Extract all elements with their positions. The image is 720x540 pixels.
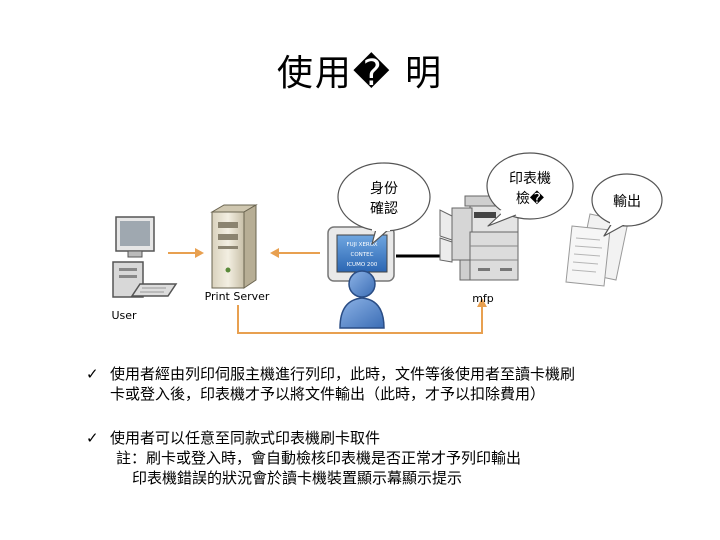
reader-screen-line-3: ICUMO 200: [347, 262, 378, 268]
callout-identity-verification: 身份 確認: [337, 162, 431, 245]
bullet-1-line-2: 卡或登入後，印表機才予以將文件輸出（此時，才予以扣除費用）: [110, 385, 546, 403]
bullet-2-line-1: 使用者可以任意至同款式印表機刷卡取件: [110, 429, 381, 447]
reader-screen-line-1: FUJI XEROX: [347, 242, 378, 248]
printer-check-bubble-line-1: 印表機: [509, 171, 551, 187]
slide-title: 使用� 明: [276, 53, 444, 94]
bullet-1-line-1: 使用者經由列印伺服主機進行列印，此時，文件等後使用者至讀卡機刷: [110, 365, 576, 383]
person-icon: [339, 270, 385, 329]
card-reader-icon: FUJI XEROX CONTEC ICUMO 200: [327, 226, 395, 282]
output-bubble-text: 輸出: [613, 194, 641, 210]
print-server-icon: [210, 204, 258, 289]
identity-bubble-line-2: 確認: [370, 201, 398, 217]
reader-screen-line-2: CONTEC: [351, 252, 374, 258]
mfp-label: mfp: [472, 292, 494, 305]
output-papers-icon: [565, 213, 629, 287]
arrow-server-to-mfp: [237, 298, 487, 334]
bullet-2-line-2: 註：刷卡或登入時，會自動檢核印表機是否正常才予列印輸出: [116, 449, 522, 467]
bullet-2-line-3: 印表機錯誤的狀況會於讀卡機裝置顯示幕顯示提示: [132, 469, 463, 487]
print-server-label: Print Server: [205, 290, 270, 303]
identity-bubble-line-1: 身份: [370, 181, 398, 197]
check-mark-icon: ✓: [86, 429, 99, 447]
printer-check-bubble-line-2: 檢�: [516, 190, 545, 207]
user-computer-icon: [112, 216, 178, 298]
user-label: User: [111, 309, 137, 322]
check-mark-icon: ✓: [86, 365, 99, 383]
callout-output: 輸出: [591, 173, 663, 237]
flow-arrows: [168, 248, 487, 334]
callout-printer-check: 印表機 檢�: [486, 152, 574, 227]
